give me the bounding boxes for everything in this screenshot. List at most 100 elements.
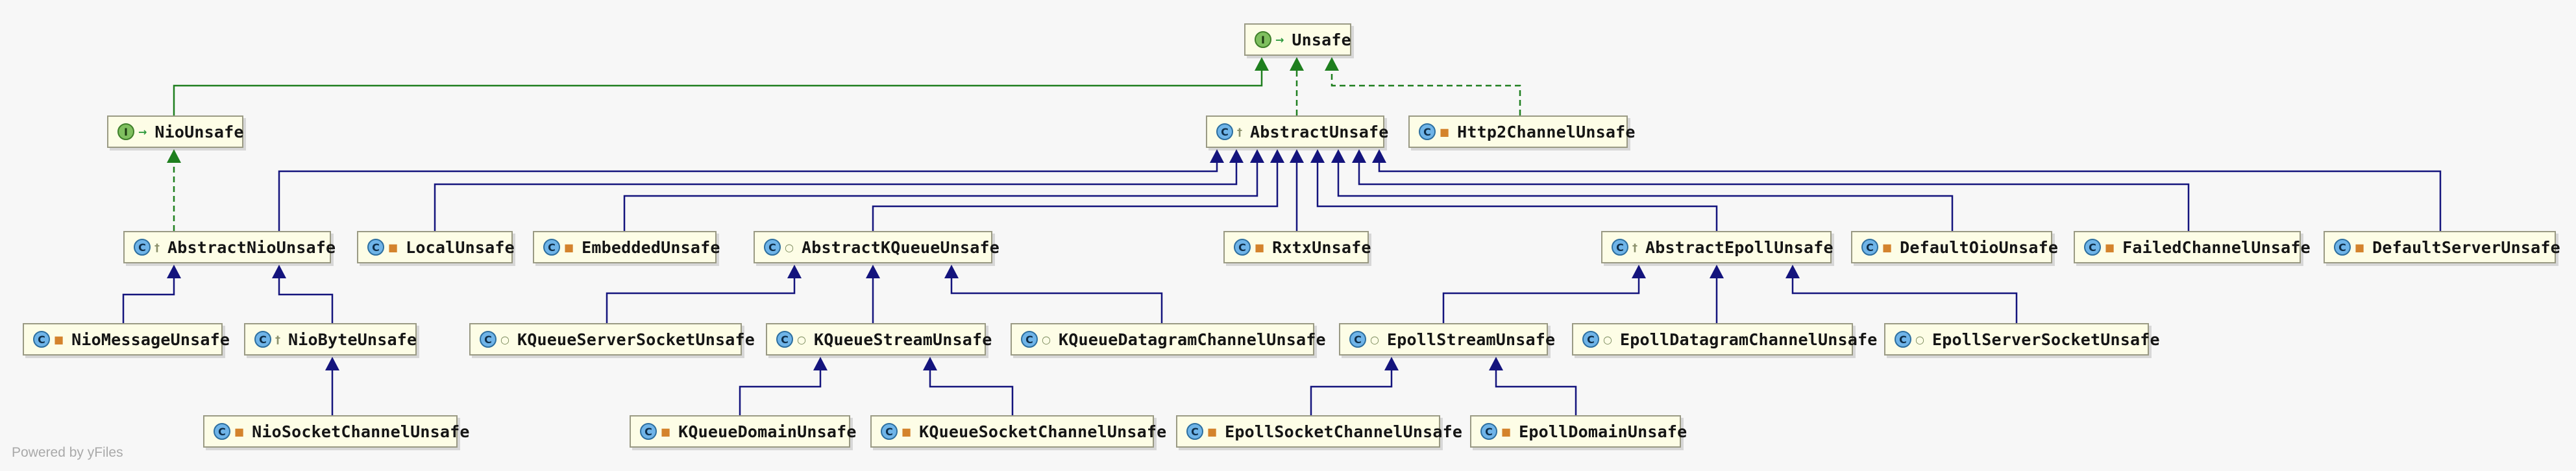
protected-visibility-icon: †	[1632, 241, 1638, 254]
package-visibility-icon: ○	[1915, 333, 1924, 346]
edge-failed-channel-unsafe-to-abstract-unsafe	[1352, 149, 2190, 231]
class-node-http2-channel-unsafe[interactable]: C■Http2ChannelUnsafe	[1408, 115, 1635, 148]
arrowhead	[1310, 149, 1325, 163]
class-node-epoll-socket-channel-unsafe[interactable]: C■EpollSocketChannelUnsafe	[1176, 415, 1462, 448]
private-visibility-icon: ■	[1882, 241, 1893, 254]
class-name-label: DefaultOioUnsafe	[1900, 237, 2059, 257]
edge-nio-unsafe-to-unsafe	[173, 57, 1269, 115]
class-node-k-queue-stream-unsafe[interactable]: C○KQueueStreamUnsafe	[766, 323, 992, 356]
arrowhead	[1229, 149, 1244, 163]
protected-visibility-icon: †	[1237, 125, 1242, 138]
arrowhead	[272, 265, 286, 278]
arrowhead	[1250, 149, 1264, 163]
class-name-label: RxtxUnsafe	[1272, 237, 1371, 257]
private-visibility-icon: ■	[388, 241, 399, 254]
private-visibility-icon: ■	[902, 425, 912, 438]
private-visibility-icon: ■	[1207, 425, 1218, 438]
edge-k-queue-socket-channel-unsafe-to-k-queue-stream-unsafe	[923, 357, 1014, 415]
class-node-epoll-stream-unsafe[interactable]: C○EpollStreamUnsafe	[1339, 323, 1555, 356]
class-node-default-server-unsafe[interactable]: C■DefaultServerUnsafe	[2324, 231, 2560, 263]
class-icon: C	[1021, 331, 1038, 348]
interface-icon: I	[117, 123, 134, 140]
class-icon: C	[1895, 331, 1911, 348]
class-node-epoll-server-socket-unsafe[interactable]: C○EpollServerSocketUnsafe	[1884, 323, 2160, 356]
edge-epoll-server-socket-unsafe-to-abstract-epoll-unsafe	[1785, 265, 2018, 323]
arrowhead	[325, 357, 339, 370]
class-node-k-queue-datagram-channel-unsafe[interactable]: C ○ KQueueDatagramChannelUnsafe	[1011, 323, 1326, 356]
edge-default-server-unsafe-to-abstract-unsafe	[1372, 149, 2442, 231]
class-icon: C	[1216, 123, 1233, 140]
edge-abstract-nio-unsafe-to-nio-unsafe	[167, 149, 181, 231]
class-node-nio-unsafe[interactable]: I → NioUnsafe	[107, 115, 243, 148]
arrowhead	[1632, 265, 1646, 278]
edge-epoll-datagram-channel-unsafe-to-abstract-epoll-unsafe	[1710, 265, 1724, 323]
class-node-abstract-unsafe[interactable]: C†AbstractUnsafe	[1206, 115, 1388, 148]
private-visibility-icon: ■	[1501, 425, 1512, 438]
class-node-k-queue-domain-unsafe[interactable]: C■KQueueDomainUnsafe	[630, 415, 856, 448]
class-name-label: EmbeddedUnsafe	[582, 237, 720, 257]
class-node-nio-message-unsafe[interactable]: C■NioMessageUnsafe	[23, 323, 230, 356]
package-visibility-icon: ○	[1603, 333, 1612, 346]
class-icon: C	[1349, 331, 1366, 348]
edge-k-queue-datagram-channel-unsafe-to-abstract-k-queue-unsafe	[944, 265, 1163, 323]
edge-nio-message-unsafe-to-abstract-nio-unsafe	[122, 265, 181, 323]
public-visibility-icon: →	[138, 125, 147, 138]
class-node-abstract-epoll-unsafe[interactable]: C†AbstractEpollUnsafe	[1601, 231, 1834, 263]
class-name-label: Unsafe	[1292, 30, 1351, 49]
class-node-embedded-unsafe[interactable]: C ■ EmbeddedUnsafe	[533, 231, 720, 263]
edge-rxtx-unsafe-to-abstract-unsafe	[1290, 149, 1304, 231]
arrowhead	[866, 265, 880, 278]
class-node-unsafe[interactable]: I→Unsafe	[1244, 23, 1351, 56]
edge-k-queue-stream-unsafe-to-abstract-k-queue-unsafe	[866, 265, 880, 323]
interface-icon: I	[1255, 31, 1271, 48]
arrowhead	[1384, 357, 1399, 370]
class-node-abstract-k-queue-unsafe[interactable]: C○AbstractKQueueUnsafe	[754, 231, 1000, 263]
class-node-k-queue-server-socket-unsafe[interactable]: C○KQueueServerSocketUnsafe	[469, 323, 755, 356]
class-name-label: NioUnsafe	[154, 122, 244, 141]
class-name-label: KQueueDatagramChannelUnsafe	[1058, 330, 1326, 349]
private-visibility-icon: ■	[1255, 241, 1265, 254]
private-visibility-icon: ■	[564, 241, 574, 254]
class-node-epoll-domain-unsafe[interactable]: C■EpollDomainUnsafe	[1470, 415, 1687, 448]
edge-k-queue-domain-unsafe-to-k-queue-stream-unsafe	[739, 357, 828, 415]
class-icon: C	[640, 423, 657, 440]
class-node-epoll-datagram-channel-unsafe[interactable]: C○EpollDatagramChannelUnsafe	[1572, 323, 1877, 356]
protected-visibility-icon: †	[154, 241, 160, 254]
class-icon: C	[134, 239, 151, 256]
class-node-nio-socket-channel-unsafe[interactable]: C■NioSocketChannelUnsafe	[203, 415, 469, 448]
class-icon: C	[214, 423, 230, 440]
class-node-local-unsafe[interactable]: C■LocalUnsafe	[357, 231, 515, 263]
class-node-rxtx-unsafe[interactable]: C■RxtxUnsafe	[1223, 231, 1371, 263]
edge-embedded-unsafe-to-abstract-unsafe	[623, 149, 1264, 231]
arrowhead	[944, 265, 959, 278]
package-visibility-icon: ○	[797, 333, 806, 346]
class-name-label: EpollDomainUnsafe	[1519, 422, 1687, 441]
package-visibility-icon: ○	[1370, 333, 1379, 346]
edge-abstract-k-queue-unsafe-to-abstract-unsafe	[872, 149, 1284, 231]
arrowhead	[1372, 149, 1386, 163]
class-icon: C	[764, 239, 781, 256]
class-icon: C	[1612, 239, 1628, 256]
package-visibility-icon: ○	[1042, 333, 1051, 346]
class-node-abstract-nio-unsafe[interactable]: C†AbstractNioUnsafe	[123, 231, 336, 263]
arrowhead	[1290, 149, 1304, 163]
class-icon: C	[881, 423, 898, 440]
private-visibility-icon: ■	[54, 333, 64, 346]
arrowhead	[1325, 57, 1339, 71]
class-name-label: NioByteUnsafe	[288, 330, 417, 349]
class-icon: C	[543, 239, 560, 256]
edge-nio-socket-channel-unsafe-to-nio-byte-unsafe	[325, 357, 339, 415]
class-name-label: NioSocketChannelUnsafe	[252, 422, 470, 441]
class-node-default-oio-unsafe[interactable]: C■DefaultOioUnsafe	[1851, 231, 2058, 263]
private-visibility-icon: ■	[1440, 125, 1450, 138]
package-visibility-icon: ○	[785, 241, 794, 254]
class-name-label: LocalUnsafe	[406, 237, 515, 257]
arrowhead	[1489, 357, 1503, 370]
private-visibility-icon: ■	[2105, 241, 2115, 254]
protected-visibility-icon: †	[275, 333, 280, 346]
arrowhead	[167, 265, 181, 278]
class-node-nio-byte-unsafe[interactable]: C † NioByteUnsafe	[244, 323, 417, 356]
class-node-failed-channel-unsafe[interactable]: C■FailedChannelUnsafe	[2074, 231, 2311, 263]
class-icon: C	[254, 331, 271, 348]
class-node-k-queue-socket-channel-unsafe[interactable]: C■KQueueSocketChannelUnsafe	[870, 415, 1166, 448]
